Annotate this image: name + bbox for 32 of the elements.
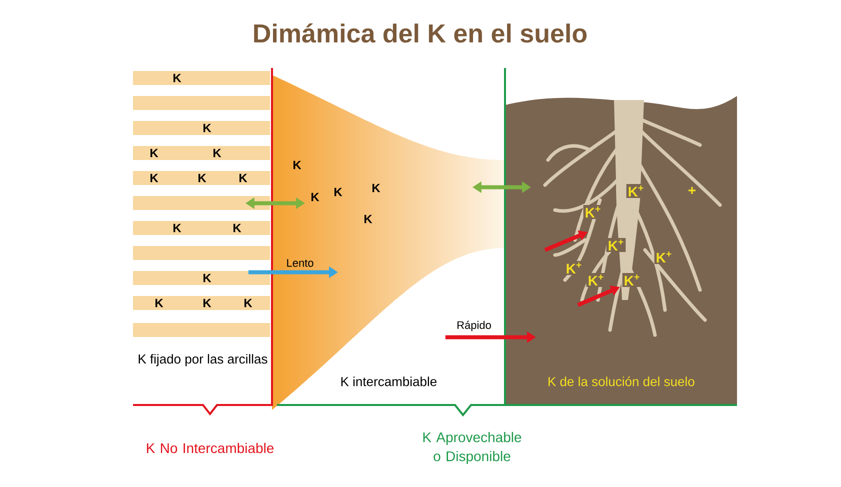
soil-solution-zone: K de la solución del suelo — [548, 376, 694, 386]
title: Dimámica del K en el suelo — [254, 23, 587, 43]
potassium-label: K — [213, 148, 222, 158]
potassium-label: K — [334, 188, 342, 196]
potassium-ion-label: K$^{+}$ — [654, 250, 674, 264]
potassium-label: K — [203, 298, 212, 308]
potassium-ion-label: K$^{+}$ — [606, 238, 626, 252]
potassium-label: K — [150, 148, 158, 158]
potassium-label: K — [173, 224, 182, 232]
potassium-label: K — [198, 174, 206, 182]
potassium-ion-label: K$^{+}$ — [626, 184, 646, 198]
potassium-ion-label: K$^{+}$ — [586, 273, 606, 287]
potassium-ion-label: K$^{+}$ — [564, 261, 584, 275]
potassium-label: K — [203, 274, 212, 282]
clay-zone: K fijado por las arcillas — [138, 354, 268, 366]
potassium-label: K — [155, 298, 164, 308]
category-label: K Aprovechable o Disponible — [423, 432, 522, 464]
potassium-label: K — [244, 298, 252, 308]
edge-label: Lento — [287, 259, 314, 267]
edge-label: Rápido — [457, 320, 491, 332]
category-label: K No Intercambiable — [146, 442, 274, 454]
potassium-label: K — [293, 160, 302, 170]
potassium-label: K — [203, 124, 212, 132]
potassium-label: K — [372, 184, 380, 192]
potassium-label: K — [150, 174, 158, 182]
potassium-ion-label: K$^{+}$ — [622, 273, 642, 287]
potassium-label: K — [239, 174, 248, 182]
potassium-label: K — [311, 192, 320, 202]
potassium-label: K — [233, 224, 242, 232]
potassium-ion-label: K$^{+}$ — [583, 205, 603, 219]
exchange-zone: K intercambiable — [341, 376, 436, 386]
potassium-label: K — [364, 214, 372, 224]
